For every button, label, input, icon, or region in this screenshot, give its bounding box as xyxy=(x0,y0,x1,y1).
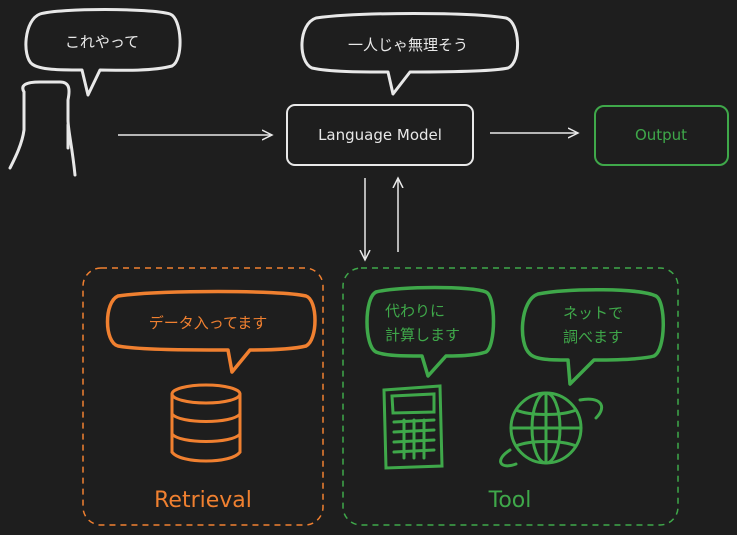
calculator-bubble-line2: 計算します xyxy=(385,326,460,344)
output-label: Output xyxy=(635,126,687,144)
tool-group: 代わりに 計算します ネットで 調べます Tool xyxy=(342,267,679,526)
retrieval-label: Retrieval xyxy=(154,488,252,513)
retrieval-speech-bubble xyxy=(105,289,317,374)
user-bubble-text: これやって xyxy=(65,33,139,51)
model-speech-bubble: 一人じゃ無理そう xyxy=(300,12,520,96)
output-box: Output xyxy=(594,105,729,166)
web-bubble-line2: 調べます xyxy=(563,328,623,346)
database-icon xyxy=(170,383,242,463)
tool-label: Tool xyxy=(488,488,532,513)
web-bubble-line1: ネットで xyxy=(563,304,623,322)
calculator-bubble-line1: 代わりに xyxy=(385,302,445,320)
globe-icon xyxy=(499,391,603,468)
retrieval-group: データ入ってます Retrieval xyxy=(82,267,324,526)
web-speech-bubble xyxy=(520,287,665,386)
retrieval-bubble-text: データ入ってます xyxy=(149,314,268,332)
user-icon xyxy=(8,80,77,177)
model-bubble-text: 一人じゃ無理そう xyxy=(348,36,468,54)
language-model-label: Language Model xyxy=(318,126,442,144)
calculator-speech-bubble xyxy=(365,285,496,378)
language-model-box: Language Model xyxy=(286,104,474,166)
user-speech-bubble: これやって xyxy=(24,8,182,97)
calculator-icon xyxy=(382,384,444,470)
